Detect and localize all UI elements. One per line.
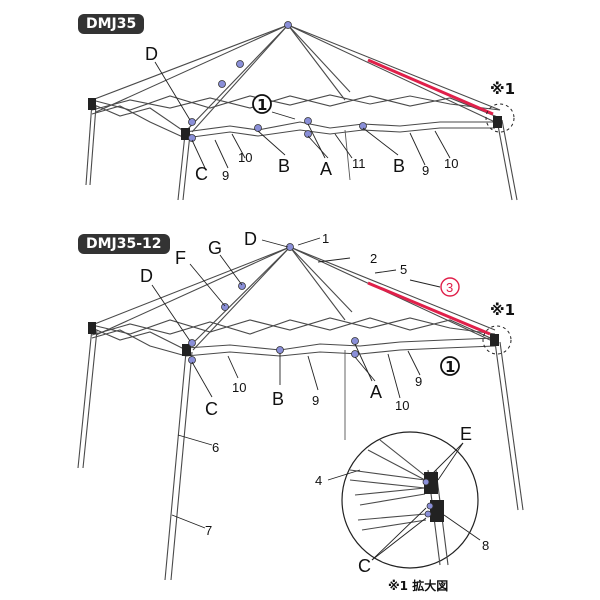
step-marker-bottom <box>440 356 460 376</box>
joint <box>422 478 430 486</box>
label-9: 9 <box>422 163 429 178</box>
joint <box>238 282 246 290</box>
corner-bracket <box>181 128 190 140</box>
zoom-detail-circle <box>341 431 479 569</box>
label-2: 2 <box>370 251 377 266</box>
ref-mark-bottom: ※1 <box>490 301 515 319</box>
model-badge-bottom: DMJ35-12 <box>78 234 170 254</box>
joint <box>351 350 359 358</box>
step-number-bottom: 1 <box>445 358 455 376</box>
label-9: 9 <box>312 393 319 408</box>
joint <box>359 122 367 130</box>
label-9: 9 <box>222 168 229 183</box>
label-10: 10 <box>232 380 246 395</box>
label-6: 6 <box>212 440 219 455</box>
zoom-caption: ※1 拡大図 <box>388 578 448 593</box>
leader-lines-bottom <box>151 237 441 529</box>
label-G: G <box>208 238 222 258</box>
joint <box>304 117 312 125</box>
label-B: B <box>393 156 405 176</box>
label-1: 1 <box>322 231 329 246</box>
label-10: 10 <box>238 150 252 165</box>
zoom-detail <box>341 431 479 569</box>
joint <box>236 60 244 68</box>
label-C: C <box>205 399 218 419</box>
joint <box>221 303 229 311</box>
joint <box>188 134 196 142</box>
joint <box>218 80 226 88</box>
label-C: C <box>195 164 208 184</box>
label-5: 5 <box>400 262 407 277</box>
corner-bracket <box>88 98 96 110</box>
label-E: E <box>460 424 472 444</box>
step-marker-3 <box>440 277 460 297</box>
zoom-circle-bottom <box>482 325 512 355</box>
label-B: B <box>272 389 284 409</box>
tent-frame-top <box>85 21 518 201</box>
label-D: D <box>145 44 158 64</box>
label-10: 10 <box>444 156 458 171</box>
label-8: 8 <box>482 538 489 553</box>
joint <box>254 124 262 132</box>
label-C: C <box>358 556 371 576</box>
model-badge-top: DMJ35 <box>78 14 145 34</box>
label-11: 11 <box>352 156 366 171</box>
joint <box>284 21 292 29</box>
label-9: 9 <box>415 374 422 389</box>
corner-bracket <box>88 322 96 334</box>
label-3: 3 <box>446 280 453 295</box>
joint <box>276 346 284 354</box>
zoom-circle-top <box>485 103 515 133</box>
corner-bracket <box>493 116 502 128</box>
label-D: D <box>244 229 257 249</box>
joint <box>188 356 196 364</box>
label-B: B <box>278 156 290 176</box>
label-10: 10 <box>395 398 409 413</box>
step-marker-top <box>252 94 272 114</box>
joint <box>351 337 359 345</box>
label-4: 4 <box>315 473 322 488</box>
label-A: A <box>370 382 382 402</box>
label-A: A <box>320 159 332 179</box>
step-number-top: 1 <box>257 96 267 114</box>
ref-mark-top: ※1 <box>490 80 515 98</box>
corner-bracket <box>490 334 499 346</box>
corner-bracket-zoom <box>430 500 444 522</box>
joint <box>426 502 434 510</box>
joint <box>424 510 432 518</box>
highlight-pole-top <box>367 58 494 116</box>
label-D: D <box>140 266 153 286</box>
label-F: F <box>175 248 186 268</box>
leader-lines-top <box>154 61 451 169</box>
joint <box>304 130 312 138</box>
corner-bracket-zoom <box>424 472 438 494</box>
corner-bracket <box>182 344 191 356</box>
label-7: 7 <box>205 523 212 538</box>
joint <box>188 339 196 347</box>
joint <box>188 118 196 126</box>
highlight-pole-bottom <box>367 281 491 336</box>
